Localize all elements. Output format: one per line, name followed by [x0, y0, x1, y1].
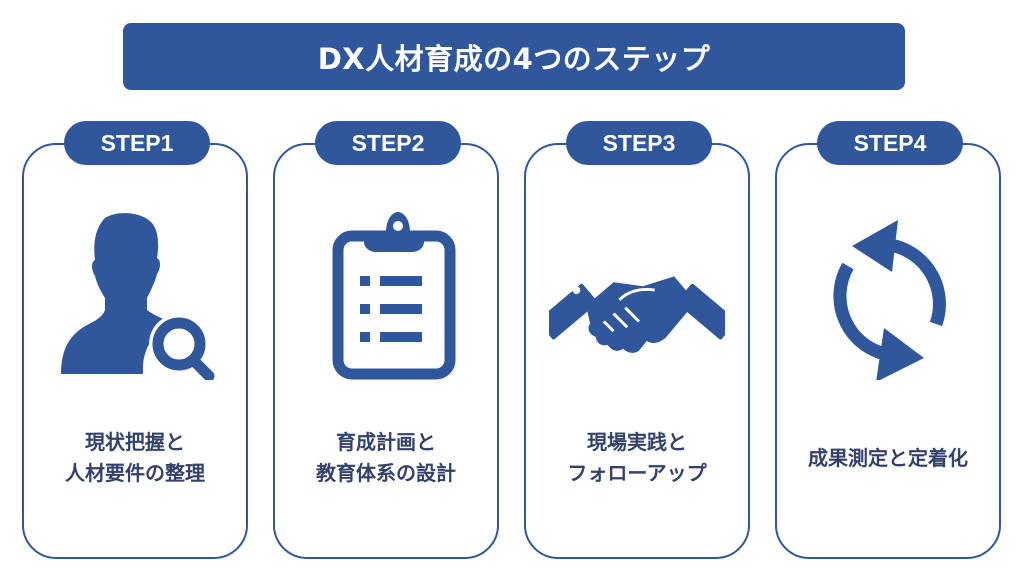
step4-badge-label: STEP4 [853, 129, 927, 156]
step1-badge-label: STEP1 [100, 129, 174, 156]
step3-card: 現場実践と フォローアップ [524, 143, 750, 559]
step4-line1: 成果測定と定着化 [808, 446, 968, 470]
step2-description: 育成計画と 教育体系の設計 [275, 427, 497, 489]
step3-description: 現場実践と フォローアップ [526, 427, 748, 489]
page-title: DX人材育成の4つのステップ [317, 41, 711, 76]
step1-badge: STEP1 [64, 121, 210, 165]
step3-line2: フォローアップ [567, 461, 707, 485]
step3-badge-label: STEP3 [602, 129, 676, 156]
step2-card: 育成計画と 教育体系の設計 [273, 143, 499, 559]
refresh-cycle-icon [833, 220, 946, 380]
step1-line2: 人材要件の整理 [65, 461, 205, 485]
step1-card: 現状把握と 人材要件の整理 [22, 143, 248, 559]
step3-line1: 現場実践と [587, 430, 687, 454]
step1-line1: 現状把握と [85, 430, 185, 454]
step1-description: 現状把握と 人材要件の整理 [24, 427, 246, 489]
step2-badge: STEP2 [315, 121, 461, 165]
step3-badge: STEP3 [566, 121, 712, 165]
step4-badge: STEP4 [817, 121, 963, 165]
clipboard-checklist-icon [332, 212, 456, 380]
step2-line1: 育成計画と [336, 430, 436, 454]
step4-description: 成果測定と定着化 [777, 443, 999, 474]
step4-card: 成果測定と定着化 [775, 143, 1001, 559]
handshake-icon [549, 276, 725, 353]
title-banner: DX人材育成の4つのステップ [123, 23, 905, 90]
step2-line2: 教育体系の設計 [316, 461, 456, 485]
person-search-icon [61, 213, 215, 380]
step2-badge-label: STEP2 [351, 129, 425, 156]
